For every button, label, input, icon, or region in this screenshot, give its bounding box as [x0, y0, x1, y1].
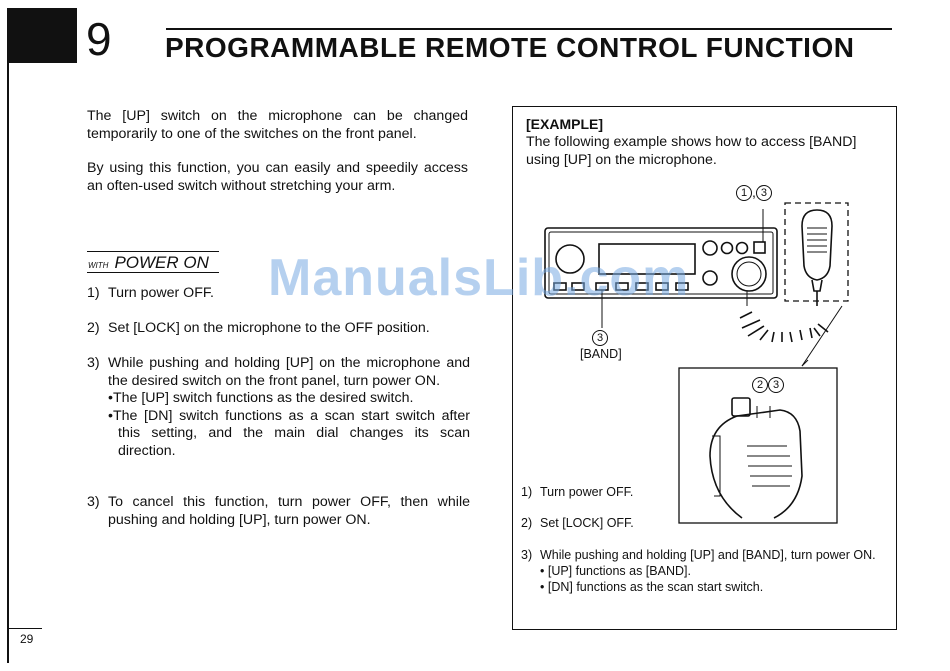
example-text: The following example shows how to acces… [526, 134, 857, 168]
step-item: 3) To cancel this function, turn power O… [87, 494, 470, 529]
section-heading: WITH POWER ON [88, 253, 209, 273]
intro-paragraph: By using this function, you can easily a… [87, 160, 468, 194]
step-bullet: •The [UP] switch functions as the desire… [108, 390, 414, 406]
main-dial [731, 256, 767, 292]
left-margin-rule [7, 8, 9, 663]
page-rule [7, 628, 42, 629]
hanging-microphone-icon [801, 209, 833, 281]
volume-knob [555, 244, 585, 274]
radio-display [598, 243, 696, 275]
page-title: PROGRAMMABLE REMOTE CONTROL FUNCTION [165, 32, 855, 63]
microphone-closeup-icon [709, 409, 803, 519]
step-text: Set [LOCK] on the microphone to the OFF … [108, 320, 430, 336]
example-bullet: • [DN] functions as the scan start switc… [540, 580, 764, 594]
step-text: Turn power OFF. [108, 285, 214, 301]
example-box [512, 106, 897, 630]
section-underline [87, 272, 219, 273]
microphone-closeup-box [678, 367, 838, 524]
step-number: 3) [87, 355, 100, 371]
step-text: While pushing and holding [UP] on the mi… [108, 355, 470, 389]
step-number: 1) [87, 285, 100, 301]
example-step: 3) While pushing and holding [UP] and [B… [521, 547, 891, 595]
section-rule [87, 251, 219, 252]
intro-paragraph: The [UP] switch on the microphone can be… [87, 108, 468, 142]
step-number: 2) [87, 320, 100, 336]
example-bullet: • [UP] functions as [BAND]. [540, 564, 691, 578]
transceiver-diagram [544, 202, 849, 524]
section-prefix: WITH [88, 261, 109, 270]
section-title: POWER ON [114, 253, 209, 272]
step-bullet: •The [DN] switch functions as a scan sta… [108, 407, 470, 459]
example-step: 1) Turn power OFF. [521, 485, 634, 499]
step-item: 1) Turn power OFF. [87, 285, 470, 303]
watermark: ManualsLib.com [268, 249, 690, 307]
page-number: 29 [20, 632, 34, 646]
title-rule [166, 28, 892, 30]
radio-front-panel [544, 227, 778, 299]
band-label: [BAND] [580, 347, 622, 361]
callout-marker: 3 [592, 329, 608, 347]
step-number: 3) [87, 494, 100, 510]
callout-marker: 1,3 [736, 184, 772, 202]
step-item: 2) Set [LOCK] on the microphone to the O… [87, 320, 470, 338]
step-item: 3) While pushing and holding [UP] on the… [87, 355, 470, 460]
chapter-tab-block [7, 8, 77, 63]
example-title: [EXAMPLE] [526, 116, 603, 132]
step-text: To cancel this function, turn power OFF,… [108, 494, 470, 528]
example-step: 2) Set [LOCK] OFF. [521, 516, 634, 530]
chapter-number: 9 [86, 13, 112, 65]
